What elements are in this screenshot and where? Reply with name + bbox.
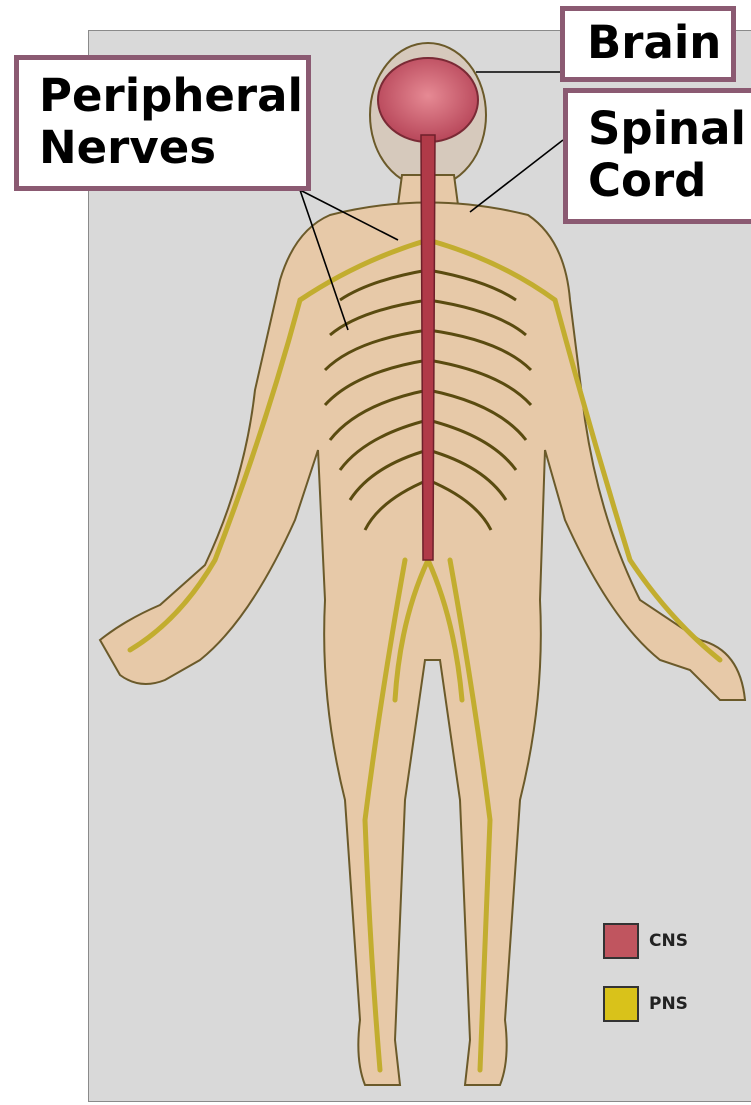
peripheral-nerves-label-line2: Nerves — [39, 122, 306, 174]
peripheral-nerves-label-line1: Peripheral — [39, 70, 306, 122]
pns-legend-label: PNS — [649, 994, 688, 1014]
pns-swatch — [603, 986, 639, 1022]
brain-label: Brain — [560, 6, 736, 82]
spinal-cord-label-line1: Spinal — [588, 103, 751, 155]
brain-label-text: Brain — [587, 17, 731, 69]
spinal-cord — [421, 135, 435, 560]
cns-legend-label: CNS — [649, 931, 688, 951]
legend-item-cns: CNS — [603, 923, 688, 959]
cns-swatch — [603, 923, 639, 959]
spinal-cord-label: Spinal Cord — [563, 88, 751, 224]
spinal-cord-label-line2: Cord — [588, 155, 751, 207]
legend-item-pns: PNS — [603, 986, 688, 1022]
brain — [378, 58, 478, 142]
peripheral-nerves-label: Peripheral Nerves — [14, 55, 311, 191]
